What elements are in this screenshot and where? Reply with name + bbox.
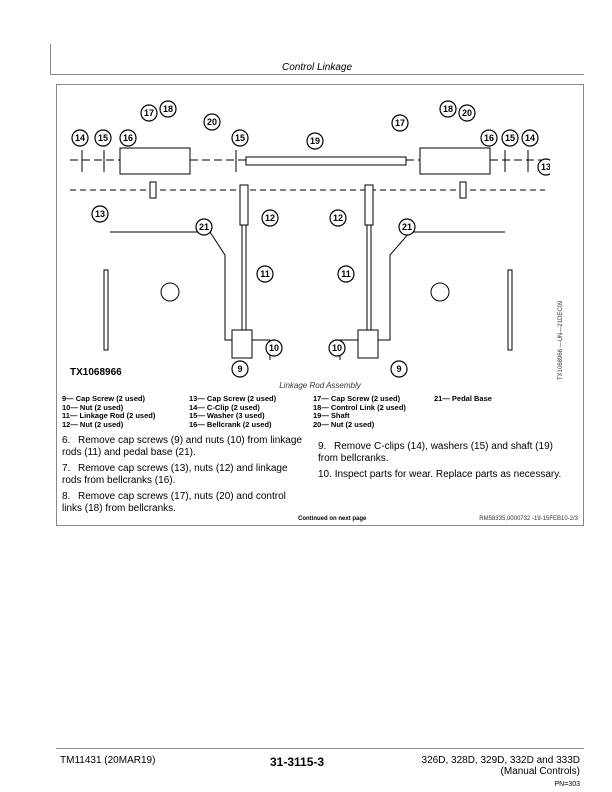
document-id: TM11431 (20MAR19) [60,755,156,766]
svg-text:15: 15 [235,133,245,143]
step-number: 6. [62,435,71,446]
legend-item: 18— Control Link (2 used) [313,402,406,412]
figure-id: TX1068966 [70,367,122,378]
svg-text:17: 17 [395,118,405,128]
header-rule [50,74,584,75]
svg-text:16: 16 [484,133,494,143]
callouts: 17 18 20 14 15 16 15 19 17 18 20 16 15 1… [71,100,550,378]
svg-text:20: 20 [207,117,217,127]
legend-item: 11— Linkage Rod (2 used) [62,411,156,420]
figure-side-code: TX1068966 —UN—21DEC09 [558,300,564,380]
legend-item: 20— Nut (2 used) [313,419,375,429]
legend-item: 15— Washer (3 used) [189,411,265,420]
legend-item: 13— Cap Screw (2 used) [189,394,277,403]
svg-text:12: 12 [333,213,343,223]
page-number: 31-3115-3 [270,755,325,769]
header-rule [50,44,51,74]
svg-text:18: 18 [443,104,453,114]
svg-text:10: 10 [269,343,279,353]
legend-item: 9— Cap Screw (2 used) [62,394,145,403]
step-number: 8. [62,491,71,502]
legend-item: 12— Nut (2 used) [62,419,124,429]
svg-text:12: 12 [265,213,275,223]
models: 326D, 328D, 329D, 332D and 333D (Manual … [380,755,580,777]
models-line: 326D, 328D, 329D, 332D and 333D [421,755,580,766]
step: 9.Remove C-clips (14), washers (15) and … [318,441,568,465]
step-text: Remove cap screws (9) and nuts (10) from… [62,435,302,458]
svg-text:19: 19 [310,136,320,146]
legend-column: 17— Cap Screw (2 used) 18— Control Link … [313,394,406,429]
svg-text:14: 14 [75,133,85,143]
svg-text:13: 13 [541,162,550,172]
svg-text:9: 9 [237,364,242,374]
step-text: Inspect parts for wear. Replace parts as… [334,469,562,480]
svg-text:18: 18 [163,104,173,114]
step: 10. Inspect parts for wear. Replace part… [318,469,568,481]
section-title: Control Linkage [281,62,353,73]
step-text: Remove C-clips (14), washers (15) and sh… [318,441,553,464]
step-number: 7. [62,463,71,474]
legend-item: 17— Cap Screw (2 used) [313,394,401,403]
footer-rule [56,748,584,749]
svg-text:10: 10 [332,343,342,353]
step: 6.Remove cap screws (9) and nuts (10) fr… [62,435,302,459]
step-text: Remove cap screws (13), nuts (12) and li… [62,463,288,486]
svg-text:21: 21 [402,222,412,232]
svg-text:16: 16 [123,133,133,143]
svg-text:11: 11 [341,269,351,279]
svg-text:13: 13 [95,209,105,219]
legend-item: 14— C-Clip (2 used) [189,402,260,412]
legend-column: 9— Cap Screw (2 used) 10— Nut (2 used) 1… [62,394,156,429]
step-number: 10. [318,469,332,480]
continued-note: Continued on next page [298,516,367,522]
content-box [56,84,584,526]
legend-item: 21— Pedal Base [434,394,492,403]
step-text: Remove cap screws (17), nuts (20) and co… [62,491,286,514]
models-line: (Manual Controls) [500,766,580,777]
svg-text:15: 15 [98,133,108,143]
pn-number: PN=303 [554,781,581,788]
svg-text:14: 14 [525,133,535,143]
svg-text:20: 20 [462,108,472,118]
svg-text:11: 11 [260,269,270,279]
legend-column: 13— Cap Screw (2 used) 14— C-Clip (2 use… [189,394,277,429]
legend-column: 21— Pedal Base [434,394,492,404]
reference-code: RM58335,0000732 -19-15FEB10-2/3 [479,516,578,522]
legend-item: 10— Nut (2 used) [62,402,124,412]
svg-text:17: 17 [144,108,154,118]
legend-item: 19— Shaft [313,411,350,420]
svg-text:9: 9 [396,364,401,374]
figure-caption: Linkage Rod Assembly [279,381,361,390]
step: 8.Remove cap screws (17), nuts (20) and … [62,491,302,515]
svg-text:15: 15 [505,133,515,143]
linkage-rod-assembly-illustration: 17 18 20 14 15 16 15 19 17 18 20 16 15 1… [70,100,550,378]
svg-text:21: 21 [199,222,209,232]
legend-item: 16— Bellcrank (2 used) [189,419,272,429]
step-number: 9. [318,441,327,452]
step: 7.Remove cap screws (13), nuts (12) and … [62,463,302,487]
